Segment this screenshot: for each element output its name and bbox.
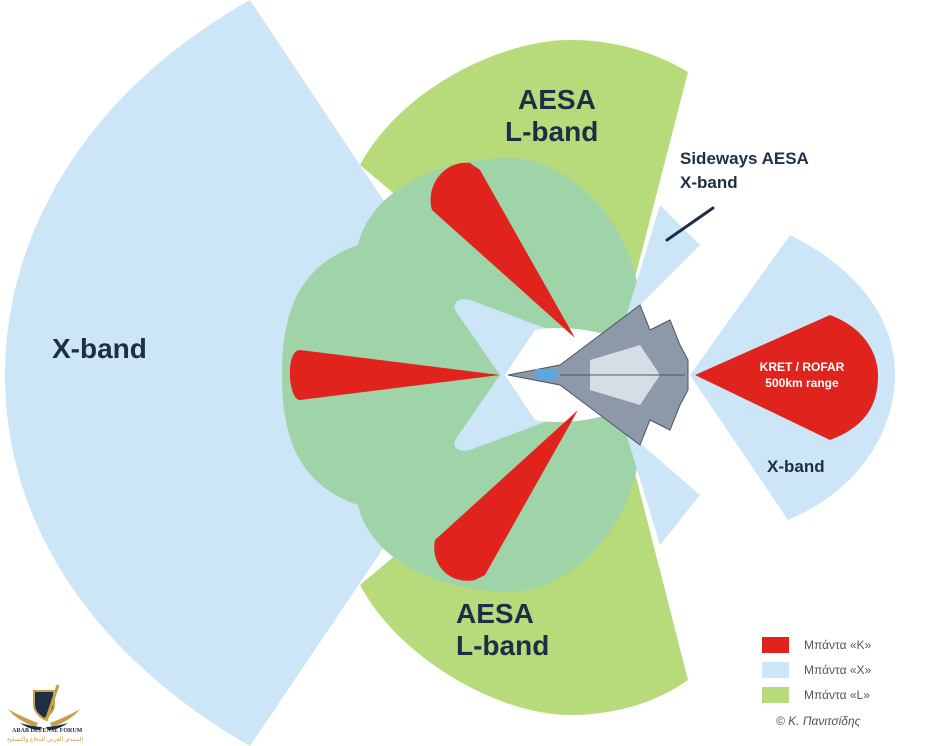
legend-item-l: Μπάντα «L» [762, 682, 871, 707]
x-band-forward-sector [5, 0, 500, 746]
kret-label-line1: KRET / ROFAR [759, 360, 845, 374]
k-band-lobe-rear [695, 315, 878, 440]
x-band-sideways-top [625, 205, 700, 320]
aesa-bottom-label-line1: AESA [456, 598, 534, 629]
legend-label-k: Μπάντα «K» [804, 637, 872, 652]
legend: Μπάντα «K» Μπάντα «X» Μπάντα «L» [762, 632, 871, 707]
kret-label-line2: 500km range [765, 376, 839, 390]
legend-item-x: Μπάντα «X» [762, 657, 871, 682]
watermark-text-en: ARAB DEFENSE FORUM [12, 728, 83, 734]
sideways-aesa-label-line2: X-band [680, 173, 738, 192]
legend-label-x: Μπάντα «X» [804, 662, 872, 677]
credit-text: © Κ. Πανιτσίδης [776, 714, 861, 728]
sideways-aesa-label-line1: Sideways AESA [680, 149, 809, 168]
sideways-pointer-line [665, 206, 715, 242]
k-band-lobe-forward [289, 350, 500, 400]
legend-swatch-x [762, 661, 789, 678]
aesa-top-label-line2: L-band [505, 116, 599, 147]
fighter-jet-icon [507, 304, 689, 446]
arab-defense-forum-logo-icon [8, 684, 80, 730]
legend-swatch-l [762, 686, 789, 703]
legend-item-k: Μπάντα «K» [762, 632, 871, 657]
x-band-left-label: X-band [52, 333, 147, 364]
x-band-sideways-bottom [625, 430, 700, 545]
aesa-bottom-label-line2: L-band [456, 630, 550, 661]
legend-swatch-k [762, 636, 789, 653]
aesa-top-label-line1: AESA [518, 84, 596, 115]
watermark-text-ar: المنتدى العربي للدفاع والتسليح [7, 737, 84, 743]
k-band-lobe-lower [434, 410, 578, 581]
x-band-right-label: X-band [767, 457, 825, 476]
k-band-lobe-upper [430, 162, 575, 338]
legend-label-l: Μπάντα «L» [804, 687, 870, 702]
